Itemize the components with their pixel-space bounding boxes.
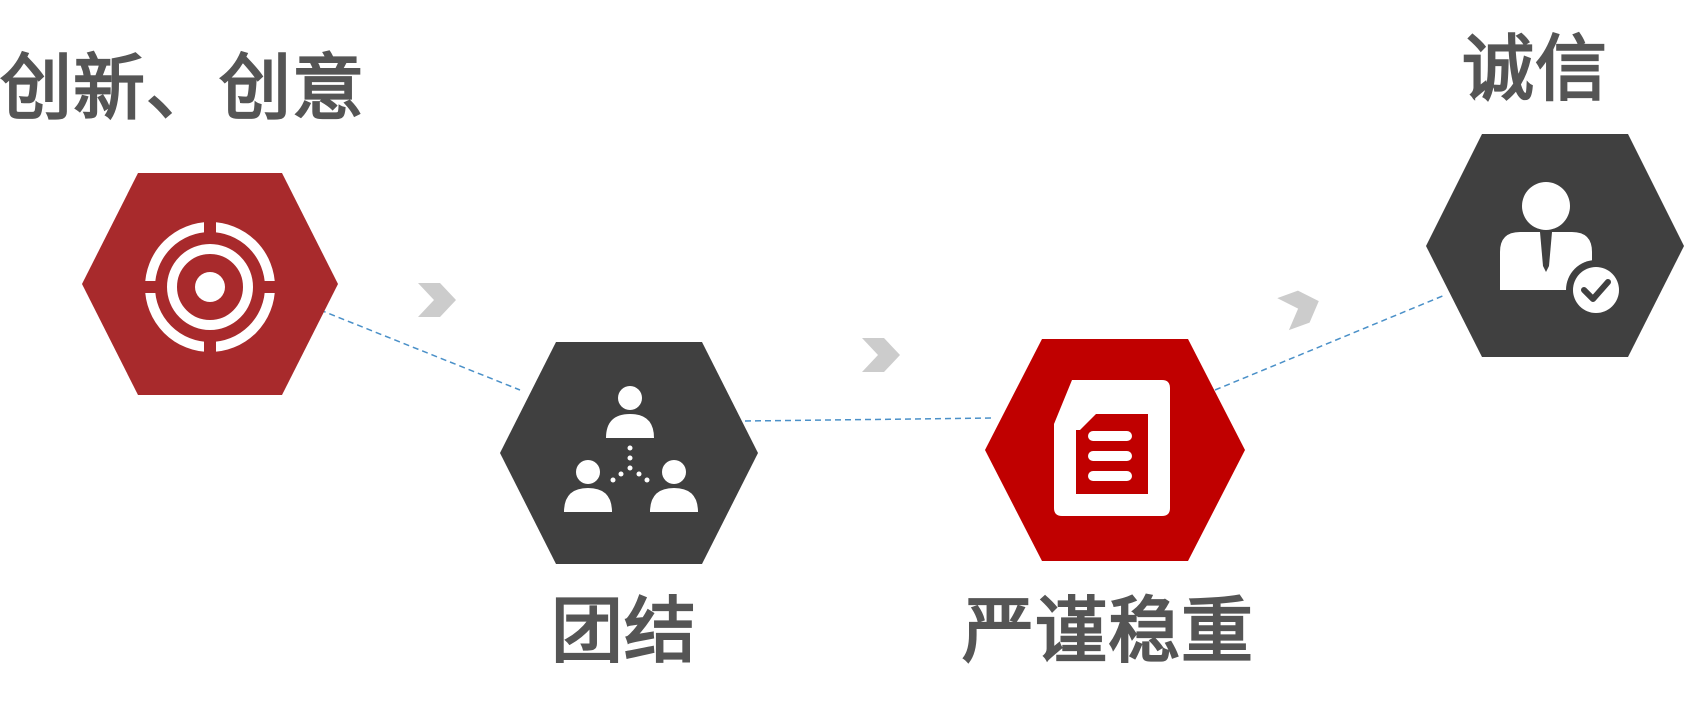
- team-network-icon: [564, 386, 698, 512]
- hexagon-dark: [500, 342, 758, 564]
- connector-line-1: [319, 309, 521, 391]
- value-label-integrity: 诚信: [1462, 27, 1609, 111]
- value-node-unity: [500, 342, 758, 564]
- value-label-innovation: 创新、创意: [0, 46, 366, 130]
- value-node-innovation: [82, 173, 338, 395]
- value-node-rigor: [985, 339, 1245, 561]
- connector-line-2: [744, 417, 996, 422]
- document-icon: [1054, 380, 1170, 516]
- target-icon: [136, 213, 284, 361]
- value-label-unity: 团结: [551, 589, 698, 673]
- chevron-right-icon: [1277, 290, 1319, 331]
- connector-line-3: [1214, 294, 1446, 391]
- chevron-right-icon: [418, 283, 456, 317]
- value-label-rigor: 严谨稳重: [962, 589, 1255, 673]
- verified-person-icon: [1500, 182, 1626, 320]
- value-node-integrity: [1426, 134, 1684, 357]
- chevron-right-icon: [862, 338, 900, 372]
